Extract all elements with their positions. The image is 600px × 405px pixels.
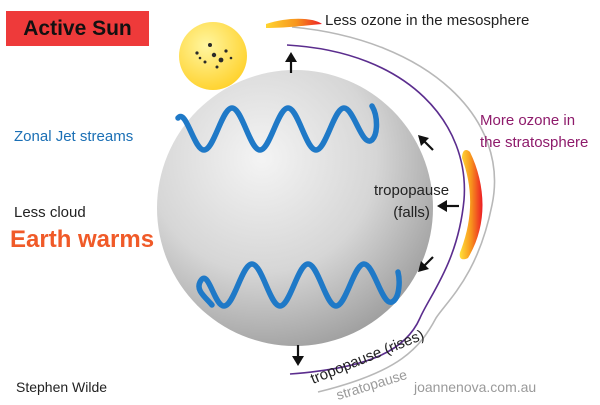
less-cloud-label: Less cloud (14, 204, 86, 221)
stratosphere-ozone-line2: the stratosphere (480, 134, 589, 151)
diagram-title: Active Sun (23, 16, 132, 40)
stratosphere-ozone-line1: More ozone in (480, 112, 576, 129)
title-box (6, 11, 149, 46)
sun-icon (179, 22, 247, 90)
stratosphere-ozone-bar (459, 150, 483, 260)
jet-streams-label: Zonal Jet streams (14, 128, 134, 145)
stratosphere-ozone-label: More ozone in the stratosphere (480, 110, 588, 154)
mesosphere-ozone-label: Less ozone in the mesosphere (325, 12, 530, 29)
stratopause-line (291, 26, 496, 393)
author-credit: Stephen Wilde (16, 379, 108, 395)
arrow-left-icon (437, 200, 459, 212)
arrow-lower-left-icon (418, 256, 434, 272)
tropopause-falls-label: tropopause (falls) (374, 180, 449, 224)
jet-stream-south (196, 261, 402, 309)
tropopause-falls-line2: (falls) (393, 204, 430, 221)
arrow-upper-left-icon (418, 135, 434, 151)
arrow-up-icon (285, 52, 297, 73)
mesosphere-ozone-bar (266, 18, 322, 28)
jet-stream-north (175, 103, 380, 153)
arrow-down-icon (292, 345, 304, 366)
tropopause-line (286, 44, 466, 375)
tropopause-falls-line1: tropopause (374, 182, 450, 199)
earth-warms-label: Earth warms (10, 226, 155, 253)
website-credit: joannenova.com.au (414, 379, 537, 395)
